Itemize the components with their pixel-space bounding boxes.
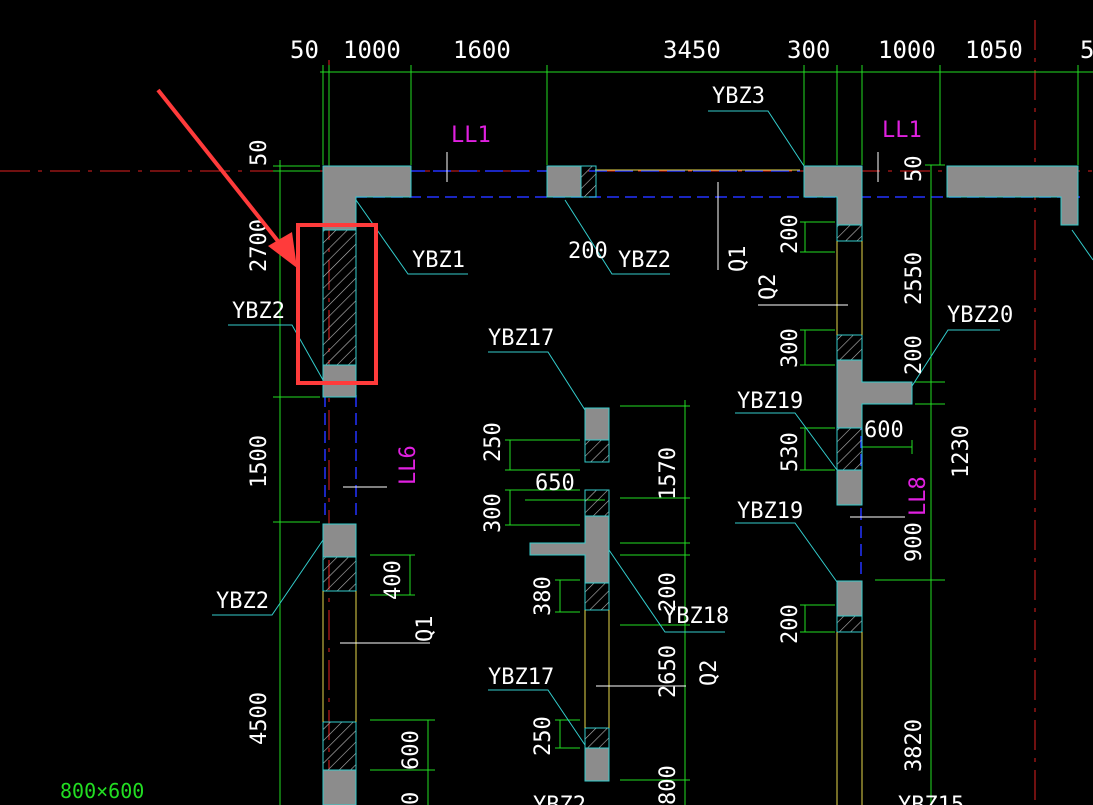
left-dim-4500: 4500 bbox=[247, 692, 272, 745]
dim-380: 380 bbox=[531, 576, 556, 616]
red-arrow-icon bbox=[156, 88, 297, 268]
label-scale-note: 800×600 bbox=[60, 779, 144, 803]
callout-annotation bbox=[156, 88, 378, 385]
dim-1230: 1230 bbox=[949, 425, 974, 478]
label-ll8: LL8 bbox=[906, 476, 931, 516]
wall-hatch-ybz2-lower bbox=[322, 556, 357, 592]
top-dimension-labels: 50 1000 1600 3450 300 1000 1050 5 bbox=[290, 36, 1093, 64]
label-ll6: LL6 bbox=[396, 445, 421, 485]
inner-dimension-labels: 200 200 2550 50 300 200 600 530 1230 900… bbox=[381, 156, 974, 805]
label-q1-top: Q1 bbox=[726, 246, 751, 273]
wall-ybz1 bbox=[322, 165, 412, 231]
dim-200-a: 200 bbox=[568, 239, 608, 264]
top-dim-1000: 1000 bbox=[343, 36, 401, 64]
dim-900: 900 bbox=[902, 522, 927, 562]
label-q1-mid: Q1 bbox=[413, 616, 438, 643]
label-ybz1: YBZ1 bbox=[412, 248, 465, 273]
left-dimension-labels: 50 2700 1500 4500 bbox=[247, 140, 272, 746]
left-dim-1500: 1500 bbox=[247, 435, 272, 488]
label-ybz3: YBZ3 bbox=[712, 84, 765, 109]
left-dim-50: 50 bbox=[247, 140, 272, 167]
dim-200-mid: 200 bbox=[656, 572, 681, 612]
top-dim-5: 5 bbox=[1080, 36, 1093, 64]
wall-right-corner bbox=[946, 165, 1079, 226]
dim-3820: 3820 bbox=[902, 719, 927, 772]
top-dim-1000b: 1000 bbox=[878, 36, 936, 64]
wall-hatch-ybz17-a bbox=[584, 439, 610, 463]
label-ybz19-top: YBZ19 bbox=[737, 389, 803, 414]
wall-ybz2-lower bbox=[322, 523, 357, 558]
dim-400: 400 bbox=[381, 560, 406, 600]
top-dim-3450: 3450 bbox=[663, 36, 721, 64]
label-q2-mid: Q2 bbox=[697, 660, 722, 687]
label-q2-right: Q2 bbox=[756, 274, 781, 301]
dim-200-d: 200 bbox=[778, 604, 803, 644]
dim-800: 800 bbox=[656, 765, 681, 805]
label-ll1-right: LL1 bbox=[882, 118, 922, 143]
dim-650: 650 bbox=[535, 471, 575, 496]
dim-250-b: 250 bbox=[531, 716, 556, 756]
wall-hatch-ybz19 bbox=[836, 427, 863, 471]
dim-300-mid: 300 bbox=[481, 493, 506, 533]
wall-ybz19-top bbox=[836, 469, 863, 506]
label-ybz18: YBZ18 bbox=[663, 604, 729, 629]
wall-hatch-ybz18 bbox=[584, 582, 610, 611]
wall-ybz17-bottom bbox=[584, 747, 610, 782]
top-dim-50: 50 bbox=[290, 36, 319, 64]
label-ll1-left: LL1 bbox=[451, 123, 491, 148]
label-ybz17-bottom: YBZ17 bbox=[488, 665, 554, 690]
label-lines bbox=[340, 152, 905, 687]
dim-530: 530 bbox=[778, 432, 803, 472]
label-ybz2-top: YBZ2 bbox=[618, 248, 671, 273]
wall-hatch-highlight bbox=[322, 229, 357, 366]
label-ybz17-top: YBZ17 bbox=[488, 326, 554, 351]
wall-left-bottom bbox=[322, 769, 357, 805]
wall-ybz2-top bbox=[546, 165, 582, 198]
wall-elements bbox=[322, 165, 1079, 805]
top-dim-300: 300 bbox=[787, 36, 830, 64]
dim-200-b: 200 bbox=[778, 214, 803, 254]
dim-2550: 2550 bbox=[902, 252, 927, 305]
wall-hatch-ybz19-mid bbox=[836, 615, 863, 633]
top-dim-1600: 1600 bbox=[453, 36, 511, 64]
dimension-lines bbox=[273, 65, 1093, 805]
wall-ybz2-top-hatch bbox=[580, 165, 597, 198]
label-ybz20: YBZ20 bbox=[947, 303, 1013, 328]
leader-lines bbox=[212, 110, 1093, 746]
label-ybz19-mid: YBZ19 bbox=[737, 499, 803, 524]
wall-hatch-ybz17-b bbox=[584, 489, 610, 517]
wall-ybz3 bbox=[803, 165, 863, 226]
dim-600-right: 600 bbox=[864, 418, 904, 443]
wall-hatch-ybz17-bottom bbox=[584, 727, 610, 749]
dim-250-a: 250 bbox=[481, 422, 506, 462]
wall-hatch-left-bottom bbox=[322, 721, 357, 771]
wall-ybz18 bbox=[529, 515, 610, 584]
label-ybz2-left: YBZ2 bbox=[232, 299, 285, 324]
component-labels: YBZ3 LL1 LL1 YBZ1 YBZ2 Q1 Q2 YBZ2 YBZ17 … bbox=[60, 84, 1013, 805]
wall-ybz17-top bbox=[584, 407, 610, 441]
wall-hatch-ybz3 bbox=[836, 224, 863, 242]
wall-hatch-ybz20 bbox=[836, 334, 863, 361]
dim-1570: 1570 bbox=[656, 447, 681, 500]
label-ybz2-bottom: YBZ2 bbox=[533, 793, 586, 805]
dim-200-c: 200 bbox=[902, 335, 927, 375]
red-rectangle-icon bbox=[296, 223, 378, 385]
top-dim-1050: 1050 bbox=[965, 36, 1023, 64]
dim-0: 0 bbox=[399, 792, 424, 805]
dim-50-right: 50 bbox=[902, 156, 927, 183]
label-ybz2-lower: YBZ2 bbox=[216, 589, 269, 614]
dim-600-left: 600 bbox=[399, 730, 424, 770]
label-ybz15-bottom: YBZ15 bbox=[898, 793, 964, 805]
dim-2650: 2650 bbox=[656, 645, 681, 698]
wall-outlines bbox=[322, 241, 863, 805]
dim-300-right: 300 bbox=[778, 328, 803, 368]
wall-ybz19-mid bbox=[836, 580, 863, 617]
